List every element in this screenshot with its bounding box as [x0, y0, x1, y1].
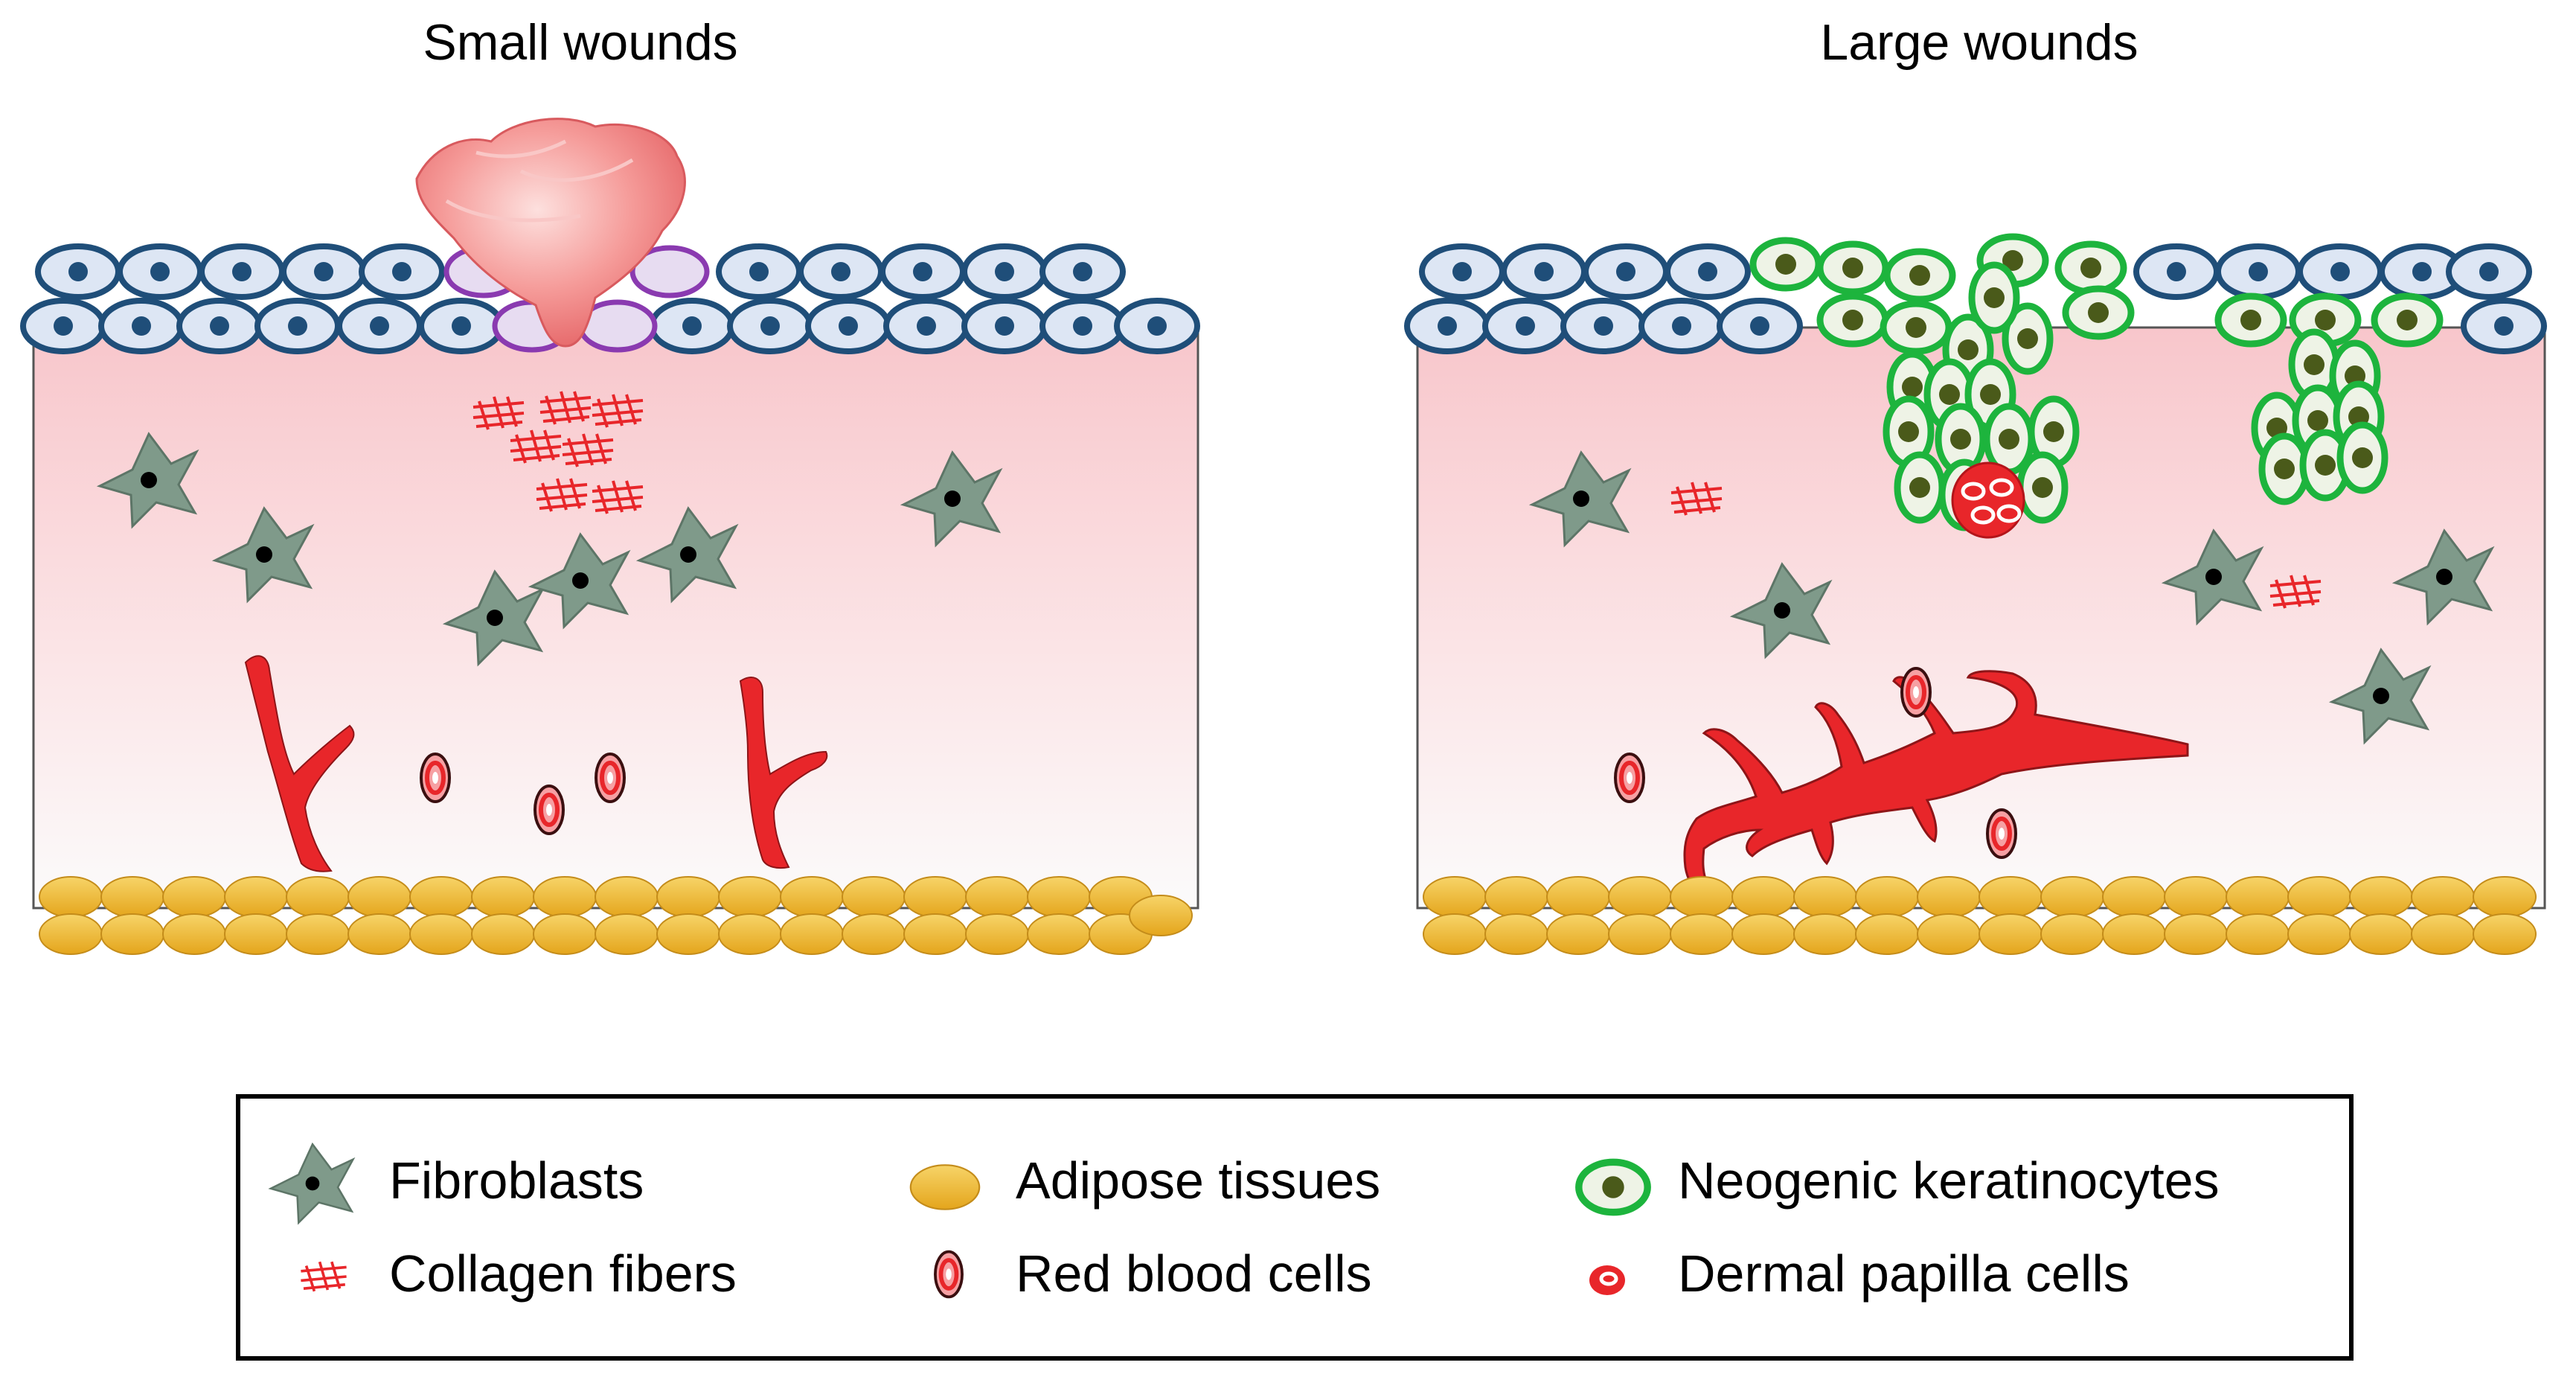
legend-label-dermal-papilla-cells: Dermal papilla cells	[1678, 1245, 2130, 1303]
adipose-cell-icon	[909, 1164, 981, 1210]
legend-box	[236, 1094, 2354, 1361]
dermis	[32, 326, 1199, 910]
neogenic-keratinocyte-icon	[1579, 1162, 1647, 1212]
dermal-papilla	[1951, 461, 2025, 539]
blood-vessels	[244, 655, 828, 872]
small-wounds-title: Small wounds	[423, 14, 737, 71]
small-wounds-panel	[23, 118, 1199, 955]
legend-label-adipose-tissues: Adipose tissues	[1016, 1151, 1380, 1210]
legend-label-collagen-fibers: Collagen fibers	[389, 1245, 737, 1303]
red-blood-cell-icon	[935, 1252, 962, 1297]
large-wounds-panel	[1407, 237, 2545, 955]
legend: Fibroblasts Collagen fibers Adipose tiss…	[236, 1094, 2354, 1361]
legend-label-red-blood-cells: Red blood cells	[1016, 1245, 1372, 1303]
legend-label-fibroblasts: Fibroblasts	[389, 1151, 644, 1210]
dermal-papilla-cell-icon	[1589, 1265, 1625, 1295]
legend-label-neogenic-keratinocytes: Neogenic keratinocytes	[1678, 1151, 2220, 1210]
blood-vessels	[1683, 670, 2189, 902]
scab	[415, 118, 686, 348]
adipose-layer	[39, 876, 1193, 955]
large-wounds-title: Large wounds	[1820, 14, 2138, 71]
